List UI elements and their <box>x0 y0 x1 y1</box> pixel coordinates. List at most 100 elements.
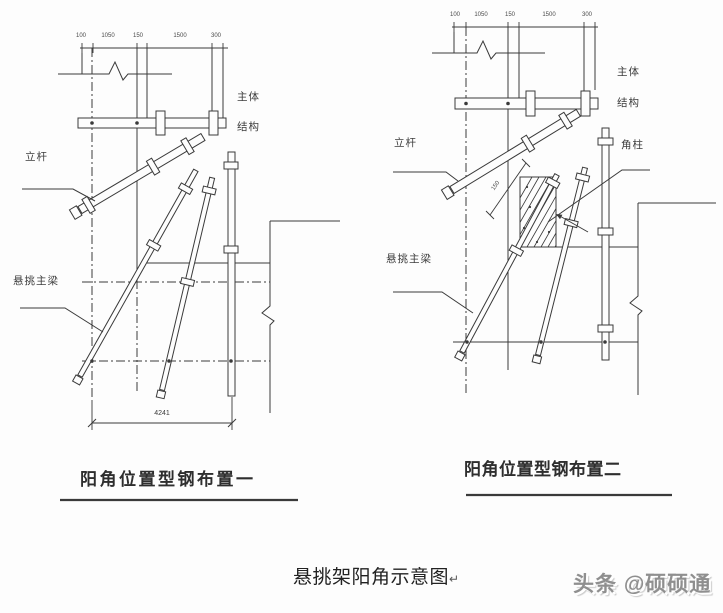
dimension-text: 1050 <box>101 33 115 39</box>
aggregate-dot <box>528 205 532 209</box>
coupler <box>580 90 591 117</box>
node-dot <box>603 340 607 344</box>
dimension-slash-ticks <box>485 158 531 220</box>
coupler <box>180 137 195 156</box>
node-dot <box>539 340 543 344</box>
coupler <box>145 157 161 176</box>
label-main-structure-1: 主体 <box>237 91 260 103</box>
dimension-text: 1500 <box>173 33 187 39</box>
dimension-text: 150 <box>504 12 516 18</box>
break-symbol <box>58 60 172 81</box>
coupler <box>223 245 239 254</box>
tube-end-cap <box>71 374 84 386</box>
tube-body <box>77 168 199 378</box>
diagonal-steel-beam <box>68 132 206 221</box>
node-dot <box>90 359 94 363</box>
coupler <box>155 110 166 136</box>
extension-line <box>91 397 233 430</box>
dimension-slash-ticks <box>87 418 237 428</box>
dimension-text: 4241 <box>154 410 170 417</box>
node-dot <box>464 101 468 106</box>
beam-body <box>77 132 206 215</box>
leader-line <box>393 171 459 182</box>
tube-end-cap <box>155 389 167 400</box>
node-dot <box>90 121 94 125</box>
left-diagram-caption: 阳角位置型钢布置一 <box>80 470 256 489</box>
leader-line <box>22 188 96 202</box>
coupler <box>597 324 614 333</box>
coupler <box>597 137 614 146</box>
dimension-text: 100 <box>75 33 87 39</box>
ledger-beam <box>77 117 227 129</box>
coupler <box>558 111 573 130</box>
left-diagram <box>20 43 340 502</box>
paragraph-mark: ↵ <box>449 572 460 586</box>
diagonal-steel-beam <box>440 108 582 201</box>
right-diagram <box>393 22 716 497</box>
beam-body <box>449 108 582 195</box>
coupler <box>81 195 96 214</box>
scaffold-tube <box>454 172 561 362</box>
node-dot <box>506 101 510 106</box>
aggregate-dot <box>525 185 529 189</box>
label-main-structure-2: 结构 <box>237 121 260 133</box>
coupler <box>208 110 219 136</box>
dimension-text: 1500 <box>542 12 556 18</box>
label-cantilever-main-beam: 悬挑主梁 <box>386 253 432 265</box>
coupler <box>520 134 536 153</box>
label-main-structure-2: 结构 <box>617 97 640 109</box>
label-main-structure-1: 主体 <box>617 66 640 78</box>
tube-body <box>459 172 560 354</box>
coupler <box>223 161 239 170</box>
coupler <box>179 276 196 287</box>
dimension-text: 150 <box>132 33 144 39</box>
beam-end-plate <box>68 205 83 221</box>
label-cantilever-main-beam: 悬挑主梁 <box>13 275 59 287</box>
node-dot <box>167 359 171 363</box>
coupler <box>574 172 591 183</box>
building-edge-vertical <box>629 203 643 395</box>
dimension-text: 300 <box>210 33 222 39</box>
label-standing-pole: 立杆 <box>394 137 417 149</box>
tube-end-cap <box>454 350 466 362</box>
node-dot <box>229 359 233 363</box>
coupler <box>597 227 614 236</box>
coupler <box>201 185 217 196</box>
watermark: 头条 @硕硕通 <box>573 573 712 596</box>
beam-end-plate <box>440 185 455 201</box>
label-corner-column: 角柱 <box>621 139 644 151</box>
scaffold-tube <box>155 176 217 400</box>
coupler <box>544 176 561 190</box>
label-standing-pole: 立杆 <box>25 151 48 163</box>
arrow-head <box>556 214 563 220</box>
vertical-tube <box>227 151 236 397</box>
coupler <box>525 90 536 117</box>
aggregate-dot <box>547 230 551 234</box>
break-symbol <box>432 39 545 60</box>
dimension-text: 300 <box>581 12 593 18</box>
arrow-line <box>557 214 589 233</box>
node-dot <box>135 121 139 125</box>
dimension-text: 100 <box>449 12 461 18</box>
leader-line <box>547 169 650 223</box>
aggregate-dot <box>535 240 539 244</box>
building-edge-vertical <box>261 221 275 413</box>
figure-caption-text: 悬挑架阳角示意图 <box>293 567 450 588</box>
coupler <box>508 244 525 258</box>
vertical-tube <box>601 127 610 361</box>
dimension-line-diagonal <box>489 162 527 216</box>
coupler <box>177 182 194 196</box>
coupler <box>145 238 162 252</box>
scaffold-tube <box>531 166 591 365</box>
aggregate-dot <box>522 226 526 230</box>
scaffold-tube <box>71 168 199 386</box>
dimension-text: 1050 <box>474 12 488 18</box>
right-diagram-caption: 阳角位置型钢布置二 <box>464 460 622 479</box>
figure-caption: 悬挑架阳角示意图↵ <box>293 568 460 587</box>
tube-end-cap <box>531 354 543 365</box>
node-dot <box>465 340 469 344</box>
tube-body <box>534 166 589 357</box>
leader-line <box>20 307 104 333</box>
